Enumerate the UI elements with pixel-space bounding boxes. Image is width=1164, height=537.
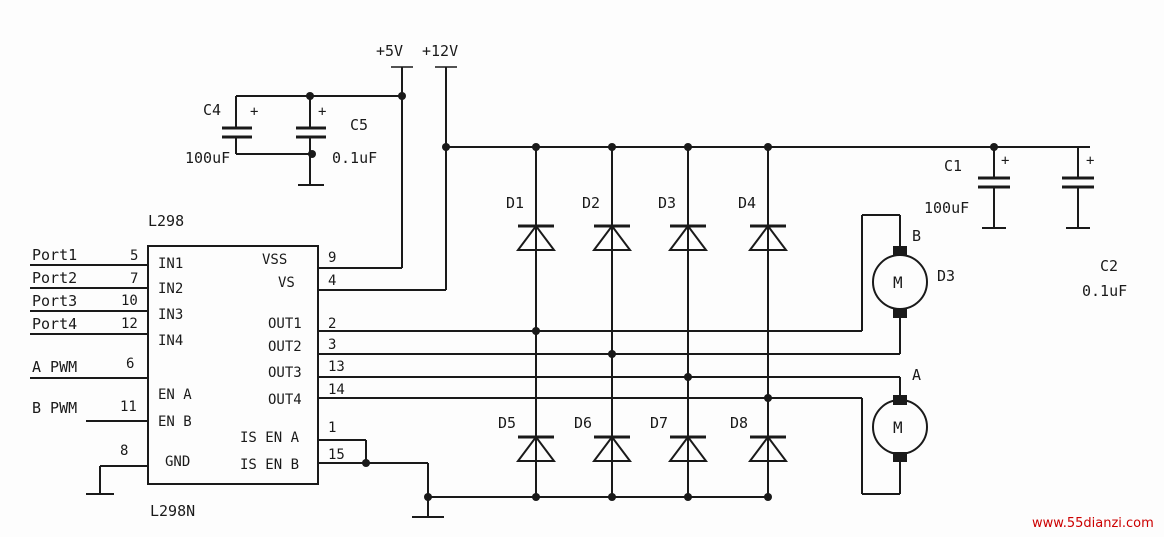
diode-d7: D7: [650, 414, 708, 462]
c5-name: C5: [350, 116, 368, 134]
port1-label: Port1: [32, 246, 77, 264]
pin-out4: OUT4: [268, 392, 302, 408]
c4-value: 100uF: [185, 149, 230, 167]
watermark: www.55dianzi.com: [1032, 516, 1154, 531]
diode-d6: D6: [574, 414, 632, 462]
diode-d8-label: D8: [730, 414, 748, 432]
bpwm-label: B PWM: [32, 399, 77, 417]
pin-gnd: GND: [165, 454, 190, 470]
supply-5v: +5V: [318, 42, 413, 269]
pin-out3: OUT3: [268, 365, 302, 381]
diode-d1: D1: [506, 194, 556, 251]
pin-out1: OUT1: [268, 316, 302, 332]
pinnum-out4: 14: [328, 382, 345, 398]
c2-name: C2: [1100, 257, 1118, 275]
port2-label: Port2: [32, 269, 77, 287]
c2-plus: +: [1086, 153, 1094, 169]
motor-a: M A: [861, 366, 928, 495]
c1-name: C1: [944, 157, 962, 175]
diode-d6-label: D6: [574, 414, 592, 432]
c1-plus: +: [1001, 153, 1009, 169]
pinnum-in1: 5: [130, 248, 138, 264]
motor-a-symbol: M: [893, 418, 903, 437]
diode-d5: D5: [498, 414, 556, 462]
capacitor-c5: + C5 0.1uF: [296, 92, 406, 186]
motor-b-symbol: M: [893, 273, 903, 292]
pin-vs: VS: [278, 275, 295, 291]
diode-d5-label: D5: [498, 414, 516, 432]
supply-12v-label: +12V: [422, 42, 458, 60]
pinnum-gnd: 8: [120, 443, 128, 459]
pinnum-out1: 2: [328, 316, 336, 332]
motor-b: M B D3: [861, 214, 955, 354]
pin-in2: IN2: [158, 281, 183, 297]
diode-d1-label: D1: [506, 194, 524, 212]
pin-vss: VSS: [262, 252, 287, 268]
pin-in3: IN3: [158, 307, 183, 323]
pinnum-vss: 9: [328, 250, 336, 266]
ic-ground: [86, 465, 148, 495]
pin-in4: IN4: [158, 333, 183, 349]
pin-ena: EN A: [158, 387, 192, 403]
c5-plus: +: [318, 104, 326, 120]
pinnum-enb: 11: [120, 399, 137, 415]
c4-name: C4: [203, 101, 221, 119]
pin-isena: IS EN A: [240, 430, 300, 446]
c1-value: 100uF: [924, 199, 969, 217]
ic-variant-label: L298N: [150, 502, 195, 520]
l298-ic: L298 L298N IN1 IN2 IN3 IN4 EN A EN B GND…: [120, 212, 345, 520]
c2-value: 0.1uF: [1082, 282, 1127, 300]
diode-d4: D4: [738, 194, 788, 251]
pinnum-isena: 1: [328, 420, 336, 436]
diode-d7-label: D7: [650, 414, 668, 432]
diode-d3: D3: [658, 194, 708, 251]
pinnum-vs: 4: [328, 273, 336, 289]
motor-b-name: D3: [937, 267, 955, 285]
motor-a-label: A: [912, 366, 921, 384]
apwm-label: A PWM: [32, 358, 77, 376]
diode-d8: D8: [730, 414, 788, 462]
supply-5v-label: +5V: [376, 42, 403, 60]
c5-value: 0.1uF: [332, 149, 377, 167]
output-lines: [318, 330, 900, 399]
port4-label: Port4: [32, 315, 77, 333]
port3-label: Port3: [32, 292, 77, 310]
diode-d2-label: D2: [582, 194, 600, 212]
sense-ground: [318, 439, 770, 518]
ic-part-label: L298: [148, 212, 184, 230]
pinnum-isenb: 15: [328, 447, 345, 463]
capacitor-c4: + C4 100uF: [185, 95, 402, 167]
capacitor-c1: + C1 100uF: [924, 143, 1010, 229]
pinnum-in3: 10: [121, 293, 138, 309]
pinnum-in2: 7: [130, 271, 138, 287]
motor-b-label: B: [912, 227, 921, 245]
capacitor-c2: + C2 0.1uF: [1062, 147, 1127, 300]
pinnum-ena: 6: [126, 356, 134, 372]
pinnum-out3: 13: [328, 359, 345, 375]
pin-in1: IN1: [158, 256, 183, 272]
diode-d3-label: D3: [658, 194, 676, 212]
diode-d4-label: D4: [738, 194, 756, 212]
pinnum-in4: 12: [121, 316, 138, 332]
c4-plus: +: [250, 104, 258, 120]
supply-12v: +12V: [318, 42, 1090, 291]
pin-enb: EN B: [158, 414, 192, 430]
diode-d2: D2: [582, 194, 632, 251]
pin-out2: OUT2: [268, 339, 302, 355]
pin-isenb: IS EN B: [240, 457, 299, 473]
input-ports: Port1 Port2 Port3 Port4 A PWM B PWM: [30, 246, 148, 422]
pinnum-out2: 3: [328, 337, 336, 353]
